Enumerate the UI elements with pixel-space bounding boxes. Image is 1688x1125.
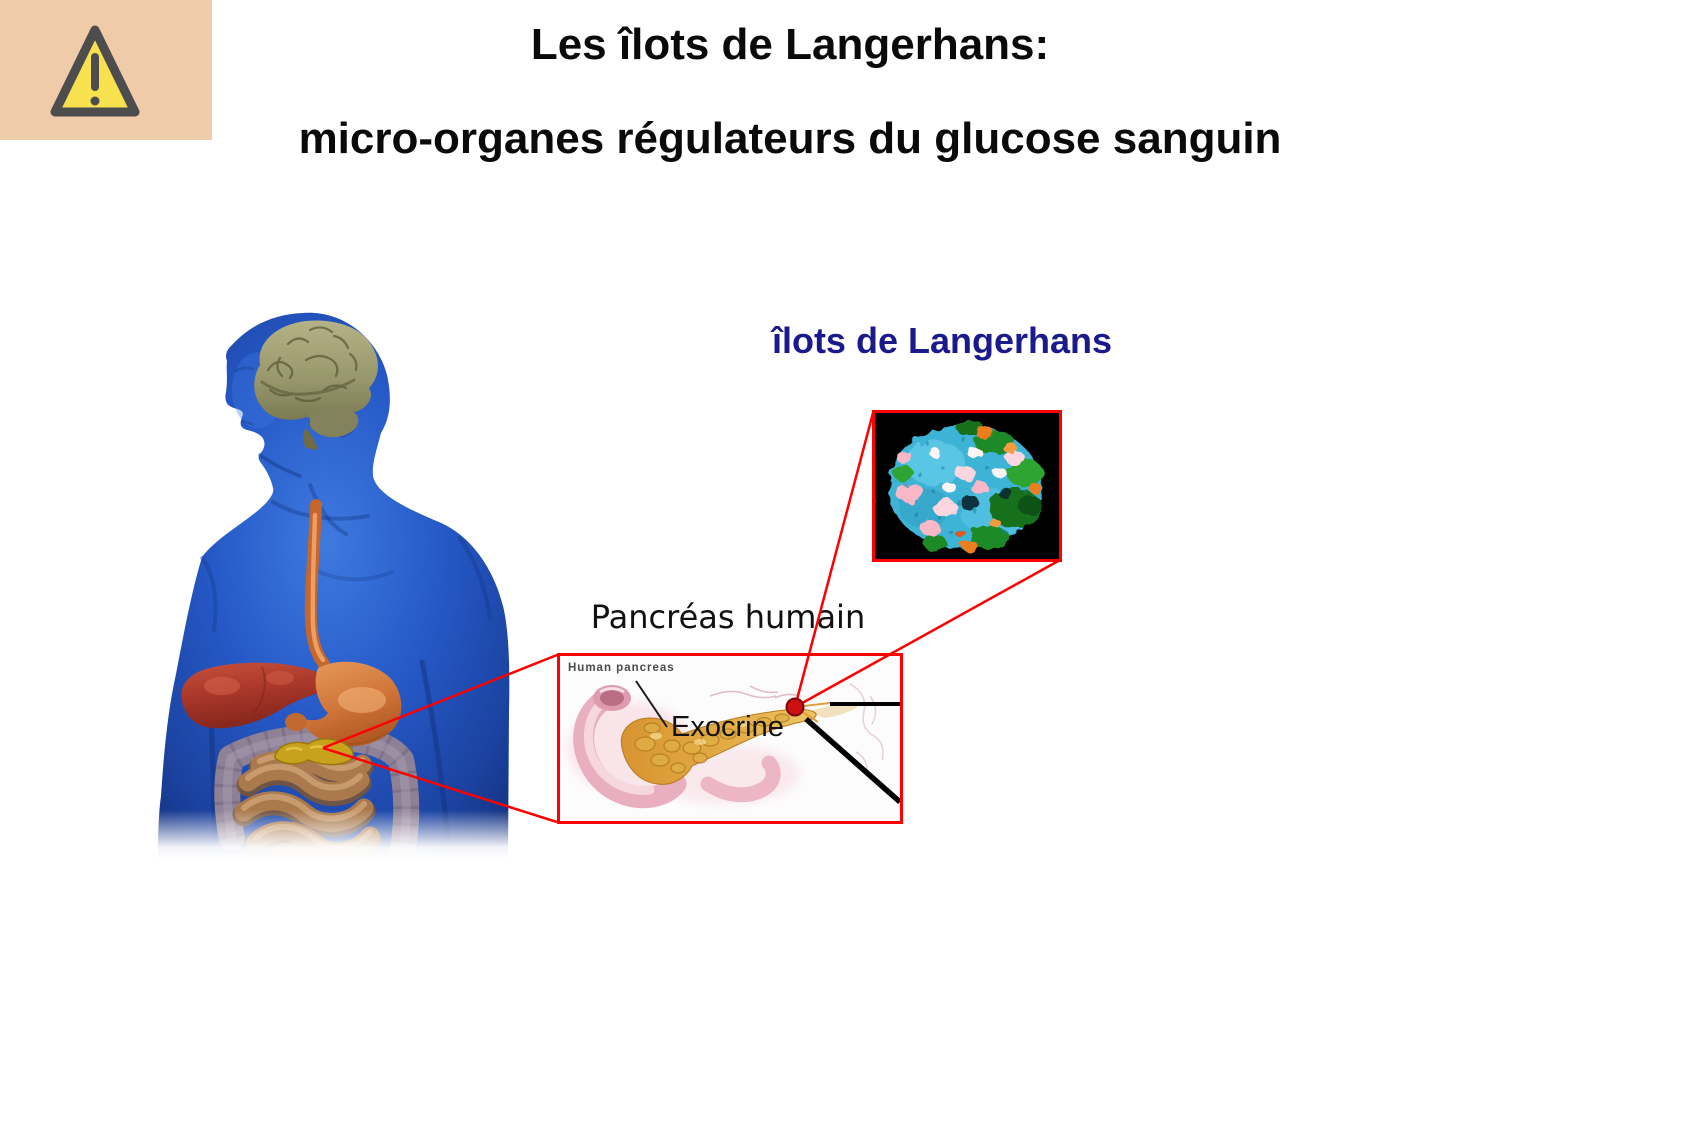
warning-triangle-icon [50, 25, 140, 117]
islet-cells [873, 420, 1043, 551]
islets-heading: îlots de Langerhans [771, 320, 1113, 361]
brain [254, 320, 378, 450]
warning-tile [0, 0, 212, 140]
islet-micrograph [873, 413, 1059, 559]
islet-micrograph-box [872, 410, 1062, 562]
black-connector-lines [804, 702, 902, 805]
slide-title-line2: micro-organes régulateurs du glucose san… [298, 114, 1282, 163]
exocrine-label: Exocrine [671, 711, 784, 743]
slide-title-line1: Les îlots de Langerhans: [530, 20, 1050, 69]
pancreas-organ [620, 703, 860, 785]
liver [181, 662, 340, 729]
human-pancreas-caption: Human pancreas [568, 662, 675, 674]
duodenum [573, 685, 781, 809]
pancreas-humain-label: Pancréas humain [590, 598, 866, 636]
human-body-figure [110, 312, 520, 860]
